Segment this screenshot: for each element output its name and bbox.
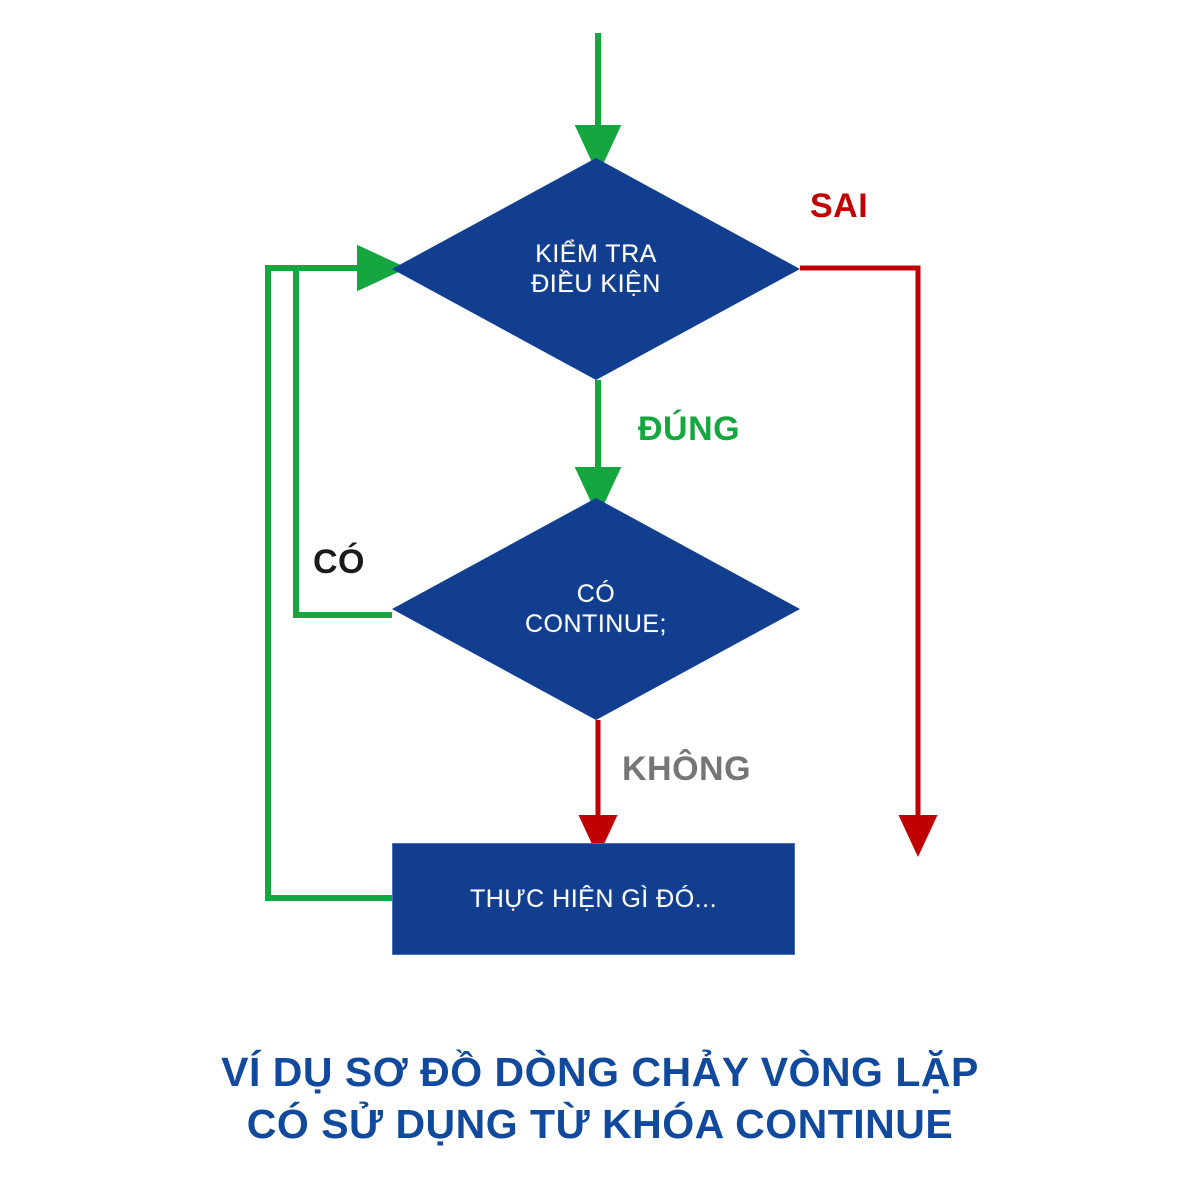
edge-label-khong: KHÔNG [622, 750, 752, 788]
process-node-do-something[interactable]: THỰC HIỆN GÌ ĐÓ... [392, 843, 795, 955]
decision-node-has-continue-label: CÓ CONTINUE; [525, 579, 667, 639]
edge-action-loop-check [265, 265, 392, 901]
edge-check-false-exit [800, 265, 938, 858]
edge-label-dung: ĐÚNG [638, 410, 741, 448]
process-node-do-something-label: THỰC HIỆN GÌ ĐÓ... [469, 885, 718, 913]
edge-label-co: CÓ [313, 543, 365, 581]
decision-node-has-continue[interactable]: CÓ CONTINUE; [392, 498, 800, 720]
decision-node-check-condition[interactable]: KIỂM TRA ĐIỀU KIỆN [392, 158, 800, 380]
decision-node-check-condition-label: KIỂM TRA ĐIỀU KIỆN [531, 239, 661, 299]
edge-label-sai: SAI [810, 187, 869, 225]
diagram-caption: VÍ DỤ SƠ ĐỒ DÒNG CHẢY VÒNG LẶP CÓ SỬ DỤN… [221, 1049, 979, 1148]
